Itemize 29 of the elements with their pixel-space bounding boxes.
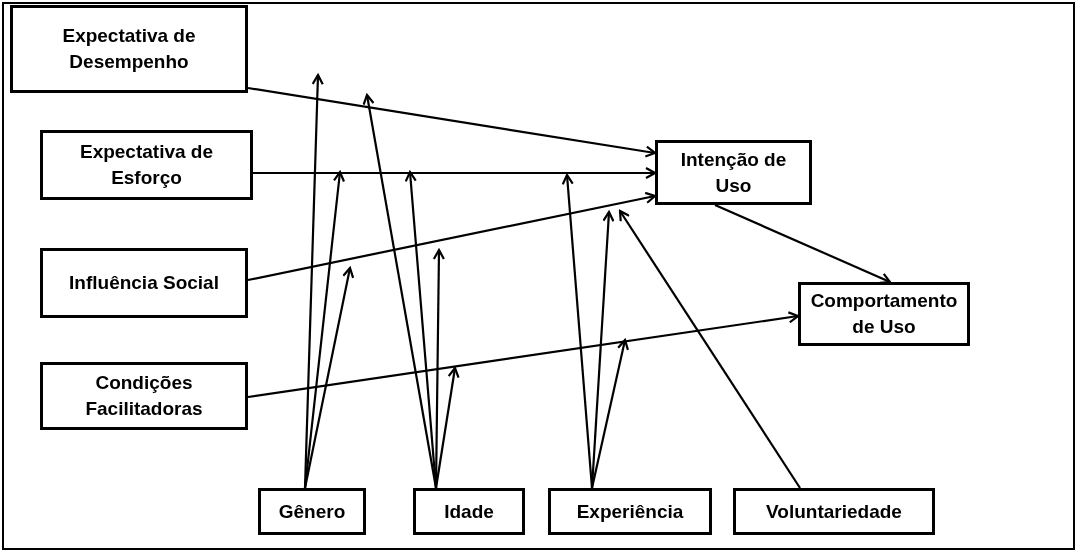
arrow — [434, 366, 460, 489]
arrow — [253, 166, 657, 180]
concept-label: Idade — [444, 499, 494, 524]
concept-box — [258, 488, 366, 535]
concept-box — [798, 282, 970, 346]
concept-box — [733, 488, 935, 535]
concept-label: Condições Facilitadoras — [84, 371, 204, 421]
arrow — [247, 86, 657, 158]
concept-box — [40, 362, 248, 430]
arrow — [247, 191, 657, 282]
concept-label: Expectativa de Esforço — [78, 140, 215, 190]
concept-label: Experiência — [576, 499, 684, 524]
concept-box — [40, 130, 253, 200]
concept-label: Expectativa de Desempenho — [61, 24, 197, 74]
concept-box — [413, 488, 525, 535]
arrow — [303, 266, 355, 489]
concept-label: Intenção de Uso — [679, 147, 788, 198]
concept-label: Comportamento de Uso — [809, 289, 959, 339]
concept-label: Gênero — [278, 499, 346, 524]
concept-box — [548, 488, 712, 535]
concept-box — [40, 248, 248, 318]
arrow — [247, 311, 800, 399]
arrow — [590, 338, 629, 489]
arrow — [362, 93, 438, 489]
concept-label: Voluntariedade — [766, 499, 902, 524]
concept-box — [655, 140, 812, 205]
concept-box — [10, 5, 248, 93]
arrow — [618, 209, 801, 489]
concept-label: Influência Social — [69, 271, 219, 296]
